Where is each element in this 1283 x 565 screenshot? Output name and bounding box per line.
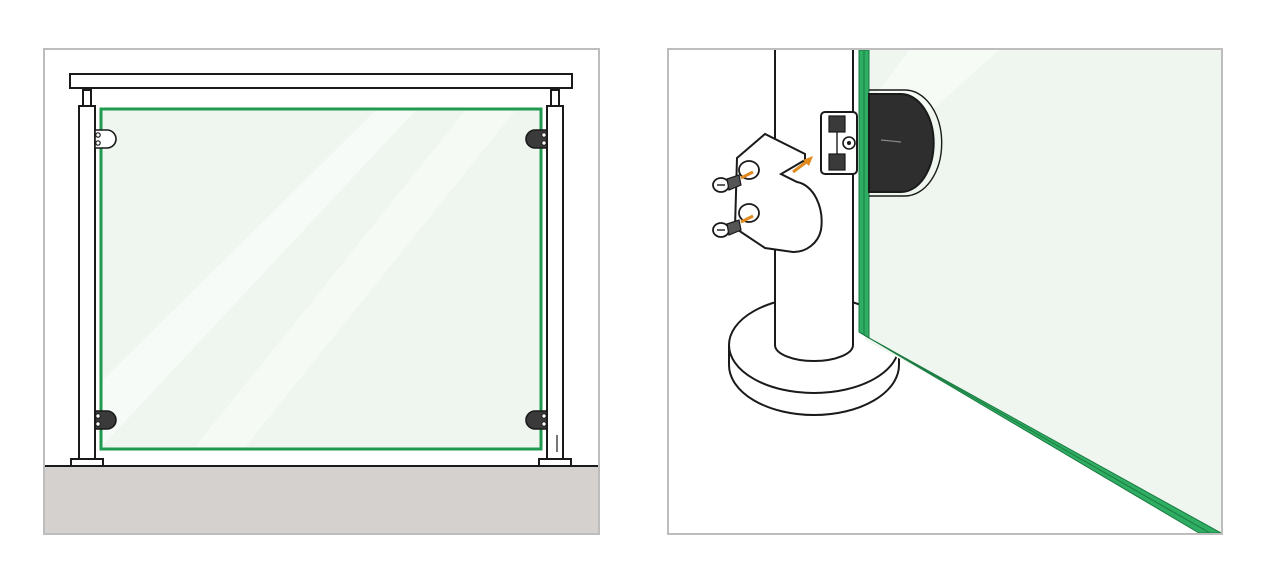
glass-clamp-top-left — [94, 129, 117, 149]
screw-arrow-top — [740, 170, 754, 180]
front-view-panel — [43, 48, 600, 535]
glass-clamp-top-right — [525, 129, 548, 149]
glass-clamp-bottom-left — [94, 410, 117, 430]
detail-view-drawing — [712, 50, 1221, 533]
glass-clamp-bottom-right — [525, 410, 548, 430]
handrail — [69, 73, 573, 89]
bracket-arrow — [792, 156, 813, 174]
screw-bottom — [712, 219, 742, 238]
left-post — [70, 89, 104, 467]
clamp-bracket — [733, 132, 823, 254]
rubber-pad — [868, 89, 943, 197]
right-post — [538, 89, 572, 467]
screw-top — [712, 174, 742, 193]
detail-view-panel — [667, 48, 1223, 535]
screw-arrow-bottom — [740, 214, 754, 224]
clamp-body — [820, 111, 858, 175]
floor — [45, 466, 598, 533]
glass-panel — [99, 107, 543, 451]
front-view-drawing — [45, 73, 598, 533]
